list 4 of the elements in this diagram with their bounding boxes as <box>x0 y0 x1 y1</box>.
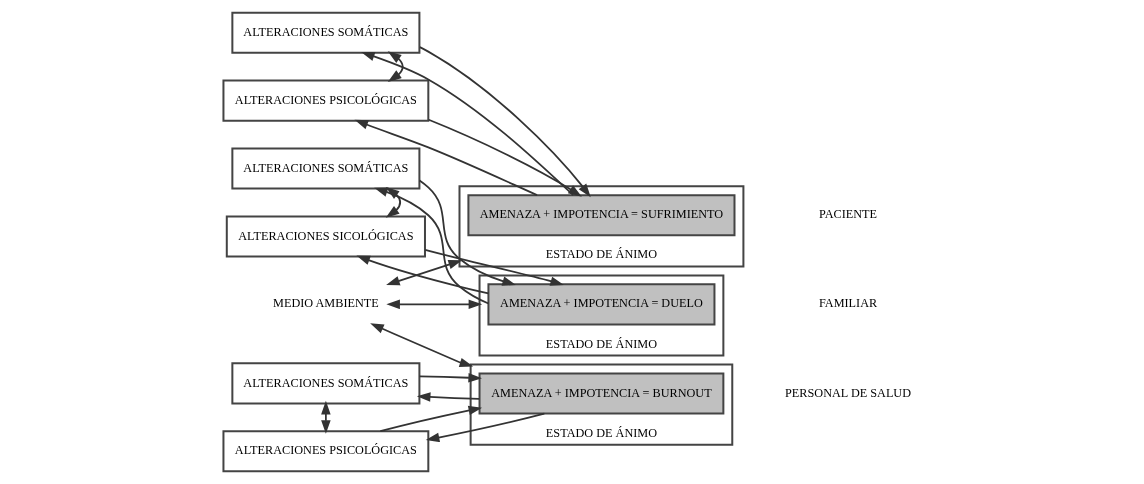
node-text: MEDIO AMBIENTE <box>272 296 379 311</box>
label: PACIENTE <box>818 207 877 222</box>
label: PERSONAL DE SALUD <box>784 385 911 400</box>
label: FAMILIAR <box>818 296 877 311</box>
